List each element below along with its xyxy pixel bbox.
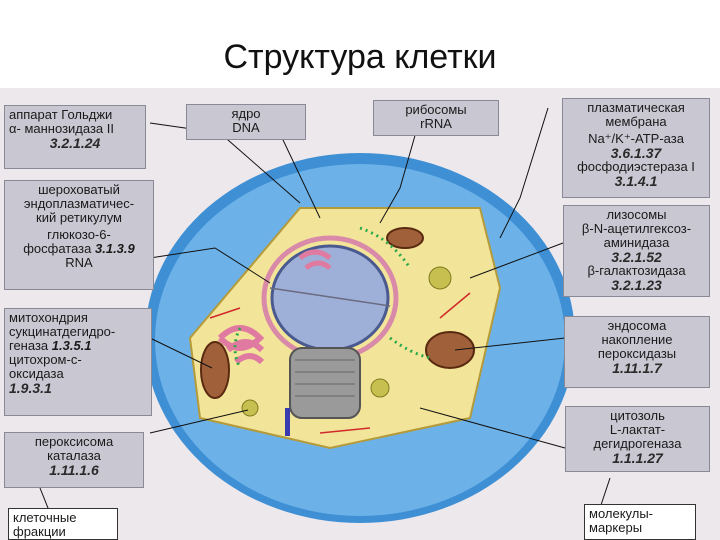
label-fractions-2: фракции xyxy=(13,525,113,539)
label-plasma-enzyme-2: фосфодиэстераза I xyxy=(567,160,705,174)
vesicle xyxy=(285,408,290,436)
label-plasma-title-1: плазматическая xyxy=(567,101,705,115)
label-mito-title: митохондрия xyxy=(9,311,147,325)
label-cytosol-line-3: дегидрогеназа xyxy=(570,437,705,451)
label-er-title-3: кий ретикулум xyxy=(9,211,149,225)
label-plasma-membrane: плазматическая мембрана Na⁺/K⁺-ATP-аза 3… xyxy=(562,98,710,198)
mitochondrion-3 xyxy=(387,228,423,248)
label-er-code: 3.1.3.9 xyxy=(95,241,135,256)
label-peroxisome-title: пероксисома xyxy=(9,435,139,449)
label-cytosol: цитозоль L-лактат- дегидрогеназа 1.1.1.2… xyxy=(565,406,710,472)
label-er-title-1: шероховатый xyxy=(9,183,149,197)
label-cytosol-line-2: L-лактат- xyxy=(570,423,705,437)
label-mito-enzyme-2a: цитохром-с- xyxy=(9,353,147,367)
label-mito-code-2: 1.9.3.1 xyxy=(9,381,147,395)
label-golgi-code: 3.2.1.24 xyxy=(9,136,141,150)
label-peroxisome-code: 1.11.1.6 xyxy=(9,463,139,477)
label-golgi-enzyme: α- маннозидаза II xyxy=(9,122,141,136)
label-lysosome-enzyme-1a: β-N-ацетилгексоз- xyxy=(568,222,705,236)
label-lysosome-title: лизосомы xyxy=(568,208,705,222)
label-cell-fractions: клеточные фракции xyxy=(8,508,118,540)
label-endosome-line-2: накопление xyxy=(569,333,705,347)
label-markers-1: молекулы- xyxy=(589,507,691,521)
label-mito-enzyme-2b: оксидаза xyxy=(9,367,147,381)
label-peroxisome: пероксисома каталаза 1.11.1.6 xyxy=(4,432,144,488)
label-golgi: аппарат Гольджи α- маннозидаза II 3.2.1.… xyxy=(4,105,146,169)
label-cytosol-title: цитозоль xyxy=(570,409,705,423)
er-stack xyxy=(290,348,360,418)
label-nucleus-title: ядро xyxy=(191,107,301,121)
label-mito-enzyme-1a: сукцинатдегидро- xyxy=(9,325,147,339)
peroxisome xyxy=(242,400,258,416)
label-er-enzyme-row: фосфатаза 3.1.3.9 xyxy=(9,242,149,256)
label-lysosome-enzyme-1b: аминидаза xyxy=(568,236,705,250)
page-title: Структура клетки xyxy=(0,38,720,77)
label-fractions-1: клеточные xyxy=(13,511,113,525)
label-lysosome-code-1: 3.2.1.52 xyxy=(568,250,705,264)
label-er-enzyme-1: глюкозо-6- xyxy=(9,228,149,242)
label-plasma-code-1: 3.6.1.37 xyxy=(567,146,705,160)
label-lysosome: лизосомы β-N-ацетилгексоз- аминидаза 3.2… xyxy=(563,205,710,297)
lysosome-2 xyxy=(371,379,389,397)
label-endosome-title: эндосома xyxy=(569,319,705,333)
label-mitochondrion: митохондрия сукцинатдегидро- геназа 1.3.… xyxy=(4,308,152,416)
label-peroxisome-enzyme: каталаза xyxy=(9,449,139,463)
label-ribosomes-rrna: rRNA xyxy=(378,117,494,131)
label-mito-code-1: 1.3.5.1 xyxy=(52,338,92,353)
label-endosome-code: 1.11.1.7 xyxy=(569,361,705,375)
mitochondrion-2 xyxy=(426,332,474,368)
label-lysosome-enzyme-2: β-галактозидаза xyxy=(568,264,705,278)
label-er-enzyme-2: фосфатаза xyxy=(23,241,91,256)
label-plasma-enzyme-1: Na⁺/K⁺-ATP-аза xyxy=(567,132,705,146)
label-er-title-2: эндоплазматичес- xyxy=(9,197,149,211)
label-lysosome-code-2: 3.2.1.23 xyxy=(568,278,705,292)
label-endosome: эндосома накопление пероксидазы 1.11.1.7 xyxy=(564,316,710,388)
label-plasma-code-2: 3.1.4.1 xyxy=(567,174,705,188)
label-cytosol-code: 1.1.1.27 xyxy=(570,451,705,465)
nucleus xyxy=(272,246,388,350)
label-ribosomes: рибосомы rRNA xyxy=(373,100,499,136)
label-marker-molecules: молекулы- маркеры xyxy=(584,504,696,540)
lysosome-1 xyxy=(429,267,451,289)
mitochondrion-1 xyxy=(201,342,229,398)
label-nucleus-dna: DNA xyxy=(191,121,301,135)
label-nucleus: ядро DNA xyxy=(186,104,306,140)
label-markers-2: маркеры xyxy=(589,521,691,535)
label-plasma-title-2: мембрана xyxy=(567,115,705,129)
label-er: шероховатый эндоплазматичес- кий ретикул… xyxy=(4,180,154,290)
label-golgi-title: аппарат Гольджи xyxy=(9,108,141,122)
label-er-rna: RNA xyxy=(9,256,149,270)
label-ribosomes-title: рибосомы xyxy=(378,103,494,117)
label-mito-enzyme-1b: геназа xyxy=(9,338,48,353)
label-endosome-line-3: пероксидазы xyxy=(569,347,705,361)
label-mito-enzyme-row: геназа 1.3.5.1 xyxy=(9,339,147,353)
